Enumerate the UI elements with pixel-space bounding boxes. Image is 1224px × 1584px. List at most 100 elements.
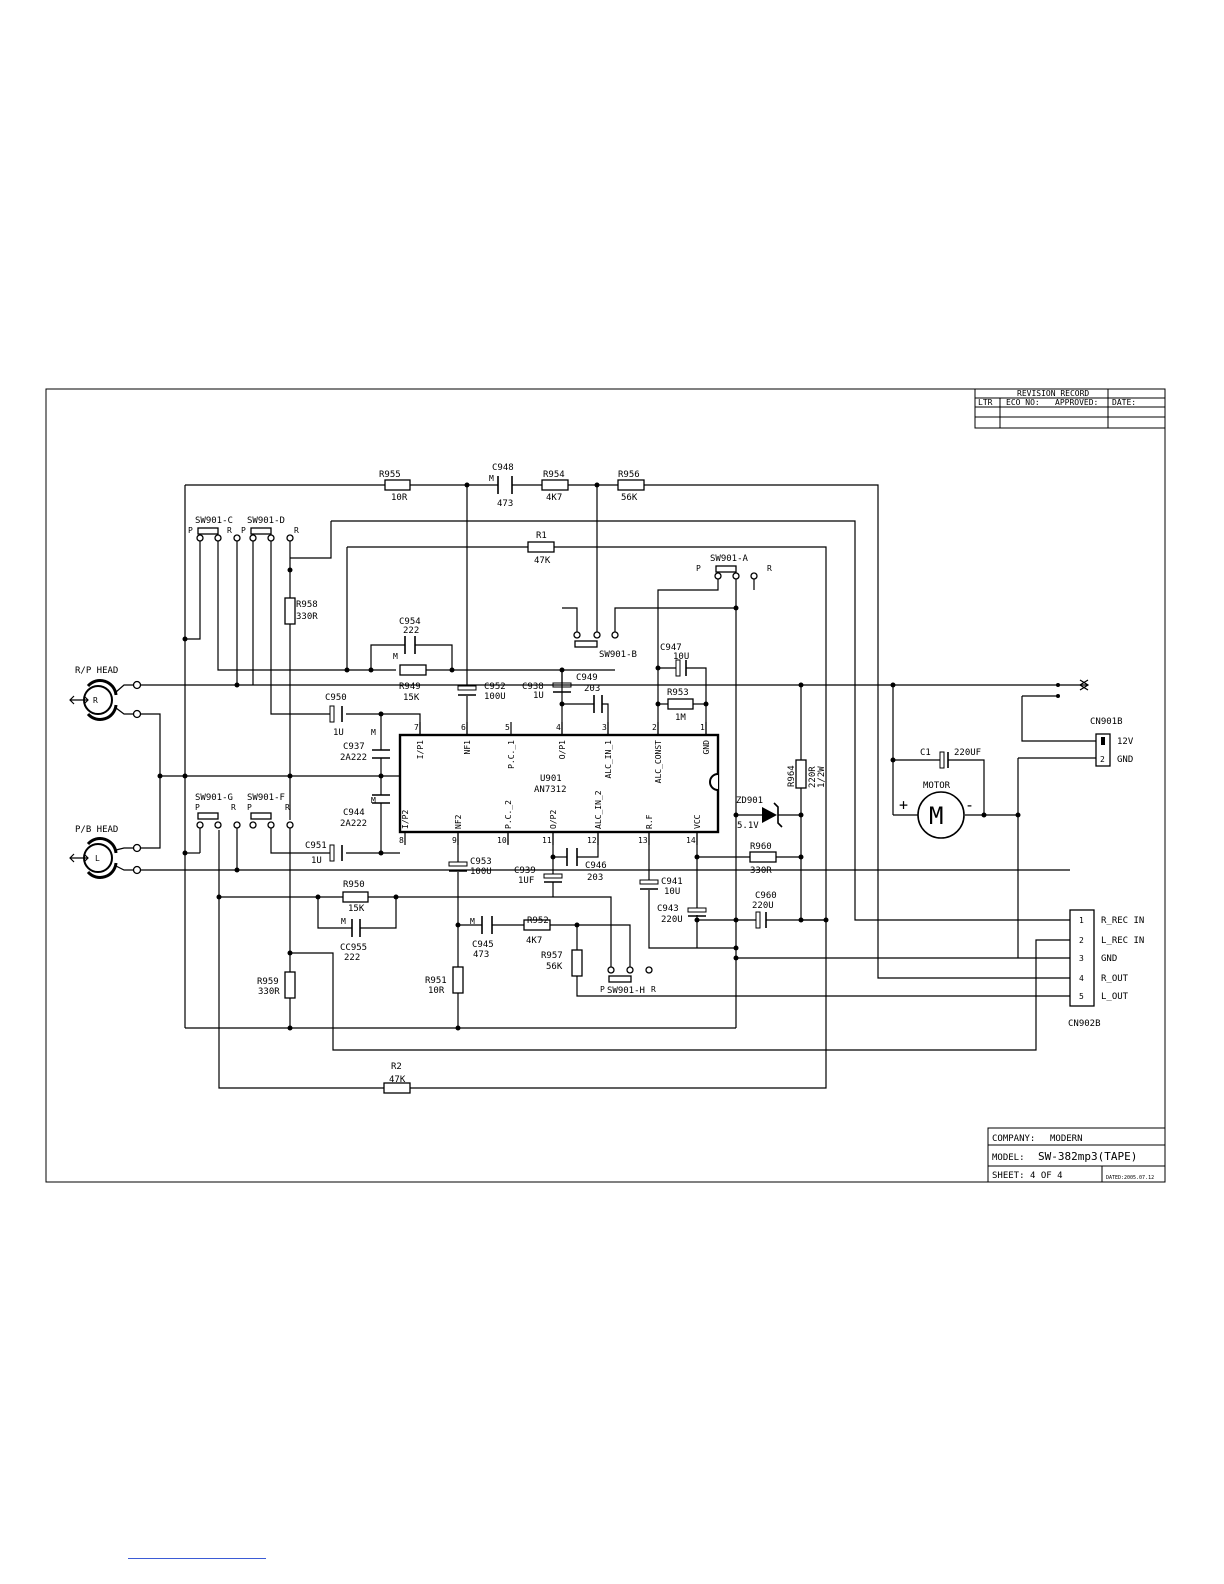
label-swh-r: R: [651, 985, 656, 994]
label-r950: R950: [343, 880, 365, 890]
ic-pin-12-number: 12: [587, 836, 597, 845]
ic-pin-9-number: 9: [452, 836, 457, 845]
label-r2: R2: [391, 1062, 402, 1072]
cn902b-pin1-number: 1: [1079, 916, 1084, 925]
label-c945-mark: M: [470, 917, 475, 926]
ic-pin-3-number: 3: [602, 723, 607, 732]
label-c947: C947: [660, 643, 682, 653]
label-c951: C951: [305, 841, 327, 851]
model-label: MODEL:: [992, 1153, 1025, 1163]
label-r956: R956: [618, 470, 640, 480]
label-r954-value: 4K7: [546, 493, 562, 503]
revision-approved: APPROVED:: [1055, 398, 1098, 407]
ic-ref: U901: [540, 774, 562, 784]
label-c941: C941: [661, 877, 683, 887]
label-r950-value: 15K: [348, 904, 365, 914]
label-c945-value: 473: [473, 950, 489, 960]
cn901b: CN901B 1 2 12V GND: [1090, 717, 1134, 767]
revision-title: REVISION RECORD: [1017, 389, 1089, 398]
zener-zd901: [762, 802, 783, 828]
label-c937-value: 2A222: [340, 753, 367, 763]
label-zd901-value: 5.1V: [737, 821, 759, 831]
pb-head: L: [69, 837, 142, 879]
ic-pin-14-number: 14: [686, 836, 696, 845]
cn902b-pin5-number: 5: [1079, 992, 1084, 1001]
sheet-number: 4 OF 4: [1030, 1171, 1063, 1181]
label-swg-r: R: [231, 803, 236, 812]
label-c937-mark: M: [371, 728, 376, 737]
r954-body: [541, 479, 569, 491]
label-c946: C946: [585, 861, 607, 871]
r1-body: [527, 541, 555, 553]
r952-body: [523, 919, 551, 931]
label-c948: C948: [492, 463, 514, 473]
label-c952: C952: [484, 682, 506, 692]
ic-pin-10-number: 10: [497, 836, 507, 845]
label-c954: C954: [399, 617, 421, 627]
label-pb-head: P/B HEAD: [75, 825, 118, 835]
pb-head-channel: L: [95, 854, 100, 863]
ic-pin-13-number: 13: [638, 836, 648, 845]
label-r959: R959: [257, 977, 279, 987]
label-c938: C938: [522, 682, 544, 692]
label-r954: R954: [543, 470, 565, 480]
label-sw901-b: SW901-B: [599, 650, 637, 660]
ic-pin-8-number: 8: [399, 836, 404, 845]
cn902b-pin5-name: L_OUT: [1101, 992, 1129, 1002]
cn902b-pin2-name: L_REC IN: [1101, 936, 1144, 946]
motor-minus: -: [965, 796, 974, 814]
label-c937: C937: [343, 742, 365, 752]
label-c1: C1: [920, 748, 931, 758]
capacitors: [329, 476, 949, 937]
label-r957-value: 56K: [546, 962, 563, 972]
hyperlink-underline[interactable]: [128, 1558, 266, 1559]
r959-body: [284, 971, 296, 999]
label-r958: R958: [296, 600, 318, 610]
ic-u901: U901 AN7312 7I/P16NF15P.C._14O/P13ALC_IN…: [398, 722, 720, 845]
label-r953: R953: [667, 688, 689, 698]
label-r957: R957: [541, 951, 563, 961]
ic-pin-4-number: 4: [556, 723, 561, 732]
label-swf-p: P: [247, 803, 252, 812]
ic-pin-3-name: ALC_IN_1: [604, 740, 613, 779]
ic-pin-11-number: 11: [542, 836, 552, 845]
label-r1: R1: [536, 531, 547, 541]
label-c952-value: 100U: [484, 692, 506, 702]
ic-pin-6-number: 6: [461, 723, 466, 732]
label-r959-value: 330R: [258, 987, 280, 997]
motor-plus: +: [899, 796, 908, 814]
ic-pin-7-name: I/P1: [416, 740, 425, 759]
label-sw901-c: SW901-C: [195, 516, 233, 526]
label-r960-value: 330R: [750, 866, 772, 876]
label-swh-p: P: [600, 985, 605, 994]
label-c960-value: 220U: [752, 901, 774, 911]
label-c951-value: 1U: [311, 856, 322, 866]
label-r952-value: 4K7: [526, 936, 542, 946]
model-name: SW-382mp3(TAPE): [1038, 1150, 1137, 1163]
label-c941-value: 10U: [664, 887, 680, 897]
label-r2-value: 47K: [389, 1075, 406, 1085]
label-c943: C943: [657, 904, 679, 914]
dated-value: 2005.07.12: [1124, 1175, 1154, 1181]
ic-pin-6-name: NF1: [463, 740, 472, 755]
label-r955: R955: [379, 470, 401, 480]
label-swd-r: R: [294, 526, 299, 535]
ic-pin-11-name: O/P2: [549, 810, 558, 829]
ic-pin-2-name: ALC_CONST: [654, 740, 663, 784]
cn901b-ref: CN901B: [1090, 717, 1123, 727]
label-sw901-h: SW901-H: [607, 986, 645, 996]
label-r949: R949: [399, 682, 421, 692]
label-c949-value: 203: [584, 684, 600, 694]
cn902b-pin3-number: 3: [1079, 954, 1084, 963]
label-rp-head: R/P HEAD: [75, 666, 118, 676]
r964-body: [795, 759, 807, 789]
r953-body: [667, 698, 694, 710]
revision-eco: ECO NO:: [1006, 398, 1040, 407]
label-swd-p: P: [241, 526, 246, 535]
ic-pin-1-name: GND: [702, 740, 711, 755]
ic-pin-2-number: 2: [652, 723, 657, 732]
label-r953-value: 1M: [675, 713, 686, 723]
label-c954-mark: M: [393, 652, 398, 661]
label-c960: C960: [755, 891, 777, 901]
